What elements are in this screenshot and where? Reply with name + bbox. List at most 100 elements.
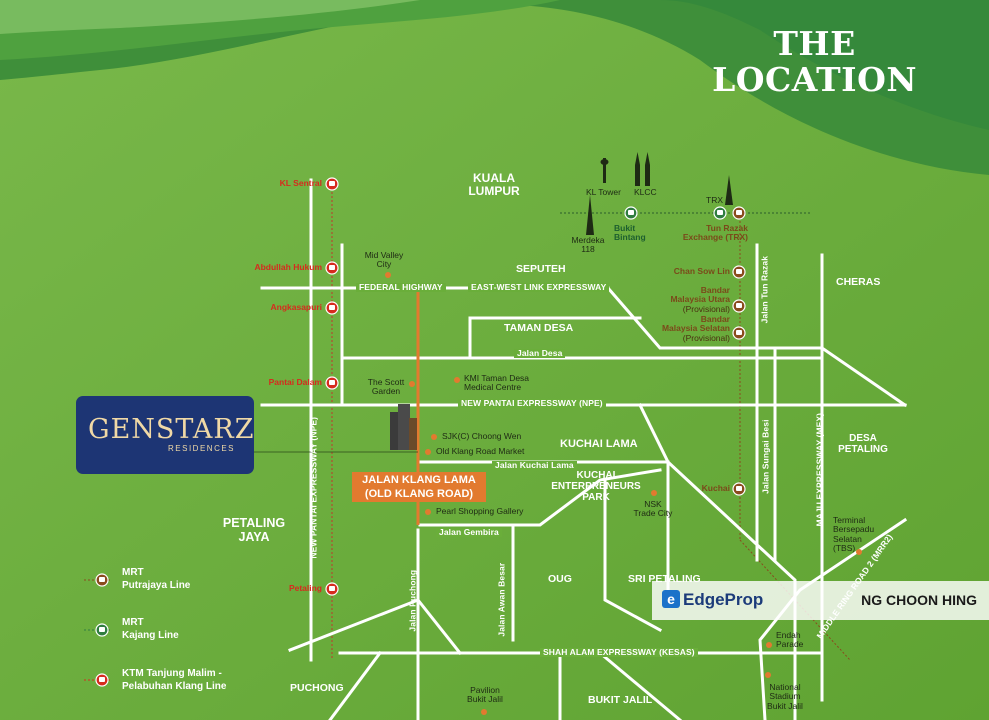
poi-endah-parade: Endah Parade [776,630,803,650]
poi-merdeka-line2: 118 [581,244,595,255]
area-oug: OUG [548,573,572,585]
poi-scott-garden-line1: The Scott [367,377,405,387]
station-bmu-line3: (Provisional) [682,303,730,314]
poi-tbs-line3: Selatan [833,533,862,544]
trx-putrajaya-station-icon [732,206,746,220]
nsk-dot [651,490,657,496]
road-jalan-puchong: Jalan Puchong [407,569,418,632]
poi-tbs-line1: Terminal [833,515,866,525]
station-abdullah-hukum: Abdullah Hukum [254,262,322,272]
station-tun-razak-exchange: Tun Razak Exchange (TRX) [668,223,748,243]
poi-stadium-line1: National [769,682,801,692]
mid-valley-dot [385,272,391,278]
heading-line-1: THE [773,24,856,63]
logo-subtitle: RESIDENCES [168,444,236,453]
endah-dot [766,642,772,648]
station-trx-line1: Tun Razak [706,223,748,233]
bms-station-icon [732,326,746,340]
edgeprop-brand: EdgeProp [683,590,764,609]
area-seputeh: SEPUTEH [516,263,566,275]
agent-name: NG CHOON HING [861,592,977,608]
poi-kmi-line1: KMI Taman Desa [464,373,530,383]
legend-markers [84,573,112,687]
poi-markers [385,272,862,715]
abdullah-hukum-station-icon [325,261,339,275]
poi-stadium-line2: Stadium [769,691,801,702]
road-east-west-link: EAST-WEST LINK EXPRESSWAY [468,282,610,293]
poi-merdeka-118: Merdeka 118 [568,235,608,255]
area-desa-petaling-line2: PETALING [838,444,888,455]
top-wave-right [0,0,989,130]
legend-ktm-line1: KTM Tanjung Malim - [122,668,222,679]
station-bandar-malaysia-utara: Bandar Malaysia Utara (Provisional) [640,285,730,314]
road-npe: NEW PANTAI EXPRESSWAY (NPE) [458,398,606,409]
legend-ktm: KTM Tanjung Malim - Pelabuhan Klang Line [122,668,226,693]
station-markers [325,177,746,596]
poi-stadium-line3: Bukit Jalil [767,700,803,711]
jalan-klang-lama-line2: (OLD KLANG ROAD) [364,488,474,500]
station-petaling: Petaling [288,583,322,593]
road-mex: MAJU EXPRESSWAY (MEX) [814,412,825,527]
area-kuchai-ep-line3: PARK [582,492,610,503]
poi-endah-line1: Endah [776,630,801,640]
trx-tower-icon [725,175,733,205]
kuchai-station-icon [732,482,746,496]
area-desa-petaling: DESA PETALING [836,433,890,455]
station-trx-line2: Exchange (TRX) [682,232,748,243]
area-taman-desa: TAMAN DESA [504,322,574,334]
poi-pavilion-bukit-jalil: Pavilion Bukit Jalil [460,685,510,705]
station-kuchai: Kuchai [701,483,730,493]
legend-ktm-line2: Pelabuhan Klang Line [122,680,227,692]
poi-nsk-line1: NSK [644,499,662,509]
poi-nsk-line2: Trade City [633,508,673,519]
pantai-dalam-station-icon [325,376,339,390]
road-jalan-gembira: Jalan Gembira [436,527,502,538]
poi-mid-valley-line2: City [376,259,392,270]
poi-kmi-line2: Medical Centre [464,382,522,393]
genstarz-building-icon [390,404,417,450]
klcc-icon [635,152,650,186]
petaling-station-icon [325,582,339,596]
poi-merdeka-line1: Merdeka [571,235,605,245]
trx-kajang-station-icon [713,206,727,220]
poi-scott-garden: The Scott Garden [362,377,410,397]
area-kuchai-ep-line2: ENTERPRENEURS [551,481,641,492]
pavilion-dot [481,709,487,715]
jalan-klang-lama-label: JALAN KLANG LAMA (OLD KLANG ROAD) [352,472,486,502]
road-jalan-kuchai-lama: Jalan Kuchai Lama [492,460,577,471]
market-dot [425,449,431,455]
kl-sentral-station-icon [325,177,339,191]
road-jalan-sungai-besi: Jalan Sungai Besi [760,419,771,494]
station-bukit-bintang: Bukit Bintang [614,223,646,243]
kmi-dot [454,377,460,383]
poi-klcc: KLCC [634,187,657,197]
poi-mid-valley: Mid Valley City [360,250,408,270]
station-bandar-malaysia-selatan: Bandar Malaysia Selatan (Provisional) [640,314,730,343]
edgeprop-mark-icon: e [662,590,680,608]
poi-tbs-line2: Bersepadu [833,524,875,535]
poi-tbs-line4: (TBS) [833,543,856,554]
poi-old-klang-road-market: Old Klang Road Market [436,446,525,456]
poi-national-stadium: National Stadium Bukit Jalil [760,682,810,711]
station-bukit-bintang-line2: Bintang [614,232,646,243]
legend-mrt-kajang: MRT Kajang Line [122,617,179,642]
poi-trx: TRX [706,195,723,205]
area-kuchai-ep: KUCHAI ENTERPRENEURS PARK [548,470,644,503]
poi-sjk-choong-wen: SJK(C) Choong Wen [442,431,522,441]
stadium-dot [765,672,771,678]
road-kesas: SHAH ALAM EXPRESSWAY (KESAS) [540,647,698,658]
heading-line-2: LOCATION [712,59,917,99]
poi-tbs: Terminal Bersepadu Selatan (TBS) [833,515,875,554]
area-petaling-jaya: PETALING JAYA [220,516,288,545]
road-jalan-desa: Jalan Desa [514,348,566,359]
legend-mrt-putrajaya-line1: MRT [122,567,144,578]
area-kuchai-lama: KUCHAI LAMA [560,438,638,450]
bukit-bintang-station-icon [624,206,638,220]
poi-kmi: KMI Taman Desa Medical Centre [464,373,530,393]
pearl-dot [425,509,431,515]
station-kl-sentral: KL Sentral [279,178,322,188]
station-bmu-line1: Bandar [700,285,730,295]
station-bukit-bintang-line1: Bukit [614,223,636,233]
area-kuala-lumpur: KUALA LUMPUR [466,171,522,198]
legend-mrt-kajang-line1: MRT [122,617,144,628]
